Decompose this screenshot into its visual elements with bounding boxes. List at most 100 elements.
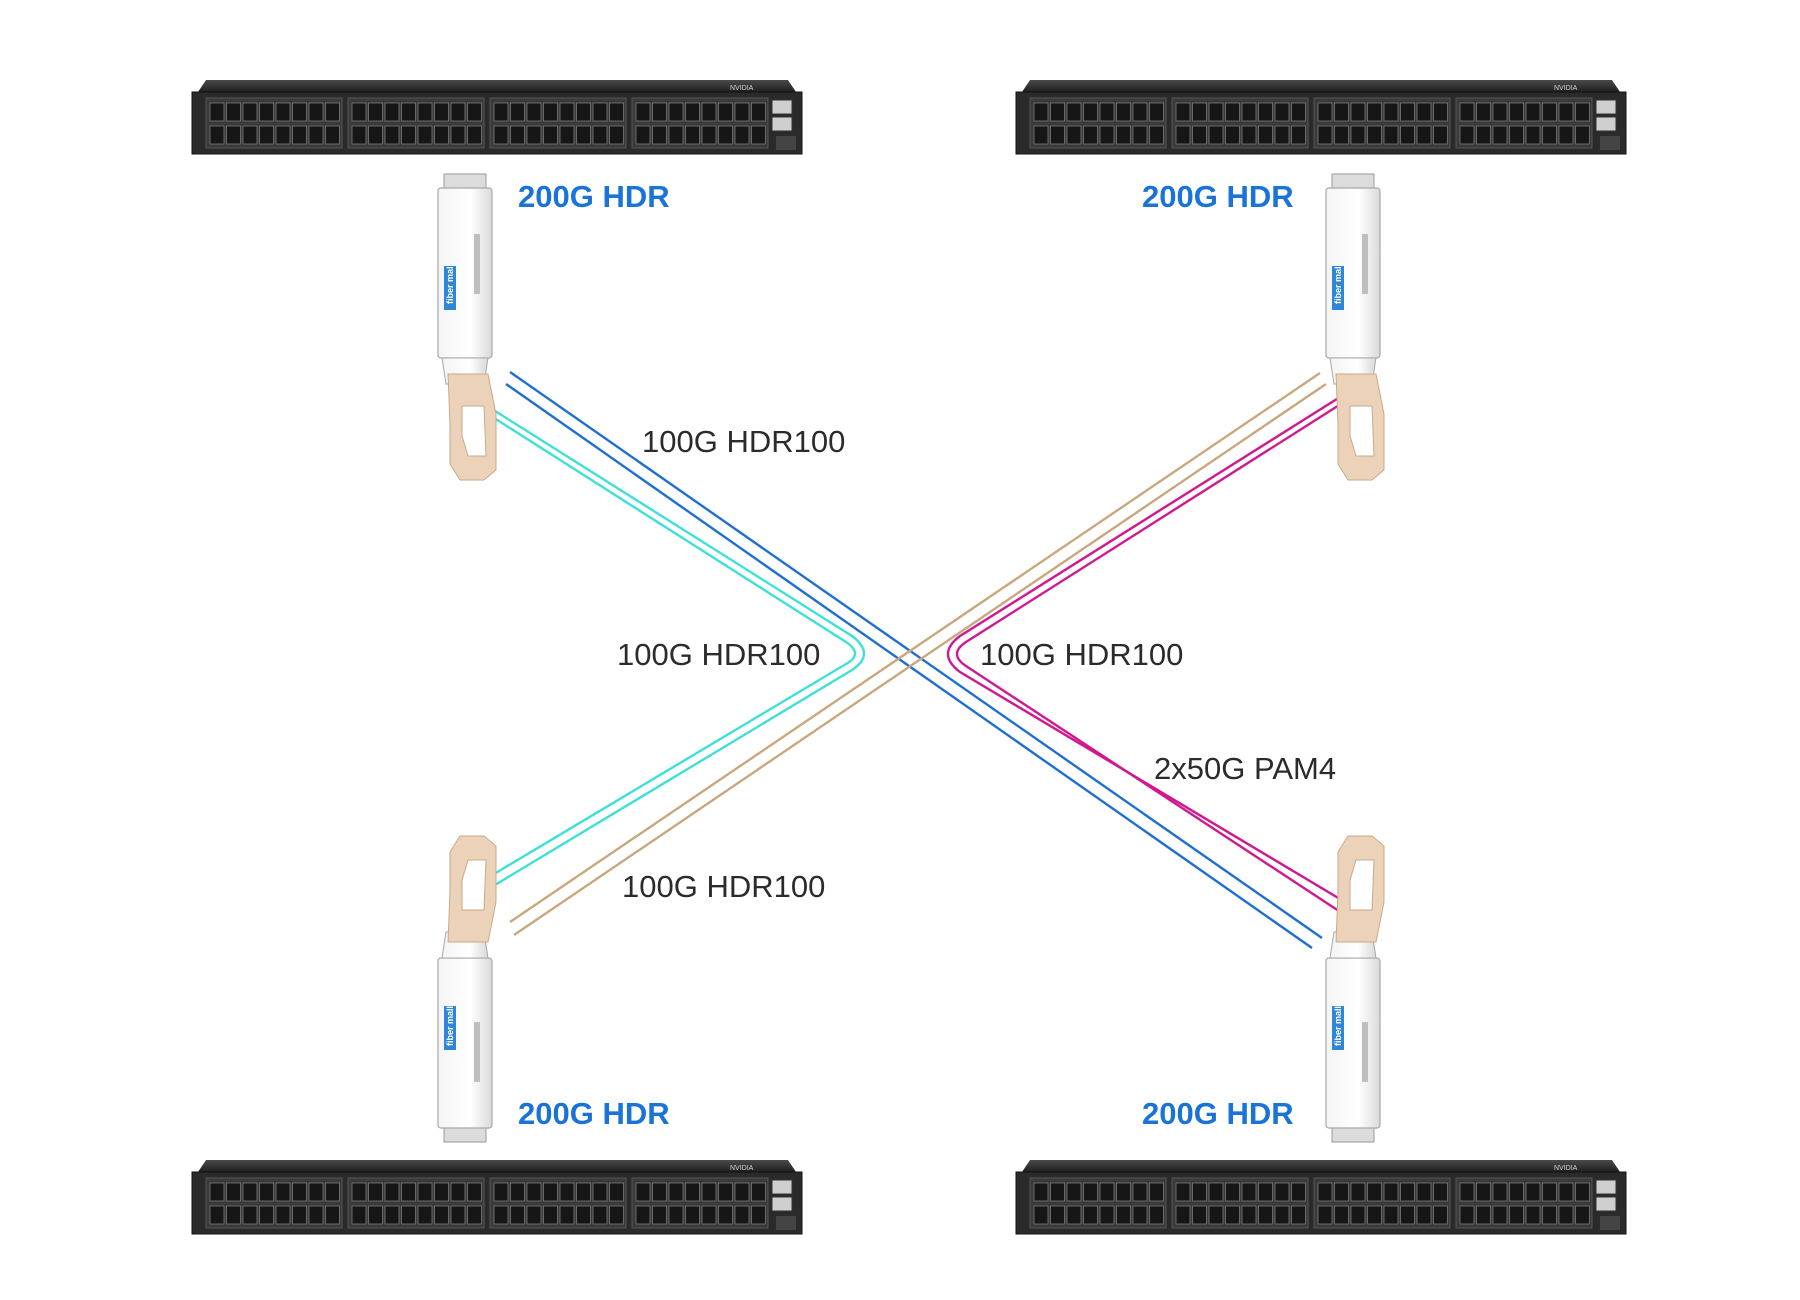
switch-port[interactable] xyxy=(1050,125,1065,145)
switch-port[interactable] xyxy=(1225,125,1240,145)
switch-port[interactable] xyxy=(1208,1182,1224,1202)
switch-port[interactable] xyxy=(1116,102,1131,122)
switch-port[interactable] xyxy=(308,1205,324,1225)
switch-port[interactable] xyxy=(275,125,291,145)
switch-port[interactable] xyxy=(1433,1182,1448,1202)
switch-port[interactable] xyxy=(543,1182,558,1202)
switch-port[interactable] xyxy=(751,1205,766,1225)
switch-port[interactable] xyxy=(576,125,591,145)
switch-port[interactable] xyxy=(526,102,542,122)
switch-port[interactable] xyxy=(259,1205,274,1225)
switch-port[interactable] xyxy=(450,125,466,145)
switch-port[interactable] xyxy=(1149,1182,1164,1202)
switch-port[interactable] xyxy=(1208,1205,1224,1225)
switch-port[interactable] xyxy=(635,1205,651,1225)
switch-port[interactable] xyxy=(1350,102,1366,122)
switch-port[interactable] xyxy=(1066,102,1082,122)
switch-port[interactable] xyxy=(1192,1182,1207,1202)
switch-port[interactable] xyxy=(1225,1205,1240,1225)
switch-port[interactable] xyxy=(325,102,340,122)
switch-port[interactable] xyxy=(510,1182,525,1202)
link-tr-to-bl[interactable] xyxy=(509,372,1327,936)
switch-port[interactable] xyxy=(751,125,766,145)
switch-port[interactable] xyxy=(1225,1182,1240,1202)
switch-port[interactable] xyxy=(1400,1205,1415,1225)
switch-port[interactable] xyxy=(1241,1182,1257,1202)
switch-port[interactable] xyxy=(1175,1182,1191,1202)
switch-port[interactable] xyxy=(1575,102,1590,122)
switch-port[interactable] xyxy=(259,1182,274,1202)
switch-port[interactable] xyxy=(734,102,750,122)
switch-port[interactable] xyxy=(685,125,700,145)
switch-port[interactable] xyxy=(1083,125,1098,145)
switch-port[interactable] xyxy=(242,102,258,122)
switch-port[interactable] xyxy=(1476,102,1491,122)
switch-port[interactable] xyxy=(543,102,558,122)
switch-port[interactable] xyxy=(668,125,684,145)
switch-port[interactable] xyxy=(308,102,324,122)
switch-port[interactable] xyxy=(401,125,416,145)
switch-port[interactable] xyxy=(1350,125,1366,145)
switch-port[interactable] xyxy=(1291,1182,1306,1202)
switch-port[interactable] xyxy=(368,1182,383,1202)
switch-port[interactable] xyxy=(1066,125,1082,145)
switch-port[interactable] xyxy=(1099,125,1115,145)
switch-port[interactable] xyxy=(1433,125,1448,145)
switch-port[interactable] xyxy=(417,125,433,145)
switch-port[interactable] xyxy=(609,102,624,122)
switch-port[interactable] xyxy=(1274,1182,1290,1202)
switch-port[interactable] xyxy=(1258,102,1273,122)
switch-port[interactable] xyxy=(259,102,274,122)
switch-port[interactable] xyxy=(718,125,733,145)
switch-port[interactable] xyxy=(467,125,482,145)
switch-port[interactable] xyxy=(1050,1182,1065,1202)
switch-port[interactable] xyxy=(226,125,241,145)
switch-port[interactable] xyxy=(275,102,291,122)
switch-port[interactable] xyxy=(351,1205,367,1225)
switch-port[interactable] xyxy=(417,1205,433,1225)
switch-port[interactable] xyxy=(493,125,509,145)
switch-port[interactable] xyxy=(1208,125,1224,145)
switch-port[interactable] xyxy=(1175,125,1191,145)
switch-port[interactable] xyxy=(1116,1182,1131,1202)
switch-top-left[interactable]: NVIDIA xyxy=(191,79,803,155)
switch-port[interactable] xyxy=(559,125,575,145)
switch-port[interactable] xyxy=(1476,1205,1491,1225)
switch-port[interactable] xyxy=(1476,125,1491,145)
switch-port[interactable] xyxy=(1509,125,1524,145)
switch-top-right[interactable]: NVIDIA xyxy=(1015,79,1627,155)
switch-port[interactable] xyxy=(1400,1182,1415,1202)
switch-port[interactable] xyxy=(434,102,449,122)
switch-port[interactable] xyxy=(1241,102,1257,122)
switch-port[interactable] xyxy=(1459,1205,1475,1225)
switch-port[interactable] xyxy=(209,1205,225,1225)
switch-port[interactable] xyxy=(1050,1205,1065,1225)
switch-port[interactable] xyxy=(1050,102,1065,122)
switch-port[interactable] xyxy=(1383,1205,1399,1225)
switch-port[interactable] xyxy=(1492,1182,1508,1202)
switch-port[interactable] xyxy=(384,1182,400,1202)
switch-port[interactable] xyxy=(242,125,258,145)
switch-port[interactable] xyxy=(1291,1205,1306,1225)
switch-port[interactable] xyxy=(1433,102,1448,122)
switch-bottom-right[interactable]: NVIDIA xyxy=(1015,1159,1627,1235)
switch-port[interactable] xyxy=(401,102,416,122)
switch-port[interactable] xyxy=(1258,1182,1273,1202)
switch-port[interactable] xyxy=(292,125,307,145)
switch-port[interactable] xyxy=(1525,125,1541,145)
switch-port[interactable] xyxy=(701,125,717,145)
switch-port[interactable] xyxy=(526,125,542,145)
switch-port[interactable] xyxy=(226,1182,241,1202)
switch-port[interactable] xyxy=(434,1182,449,1202)
switch-port[interactable] xyxy=(718,1182,733,1202)
switch-port[interactable] xyxy=(384,1205,400,1225)
module-top-left[interactable]: fiber mall xyxy=(437,173,497,481)
switch-port[interactable] xyxy=(1099,102,1115,122)
switch-port[interactable] xyxy=(1575,125,1590,145)
switch-port[interactable] xyxy=(493,1205,509,1225)
switch-port[interactable] xyxy=(576,102,591,122)
switch-port[interactable] xyxy=(325,125,340,145)
module-bottom-right[interactable]: fiber mall xyxy=(1325,835,1385,1143)
switch-port[interactable] xyxy=(1192,125,1207,145)
switch-port[interactable] xyxy=(275,1182,291,1202)
